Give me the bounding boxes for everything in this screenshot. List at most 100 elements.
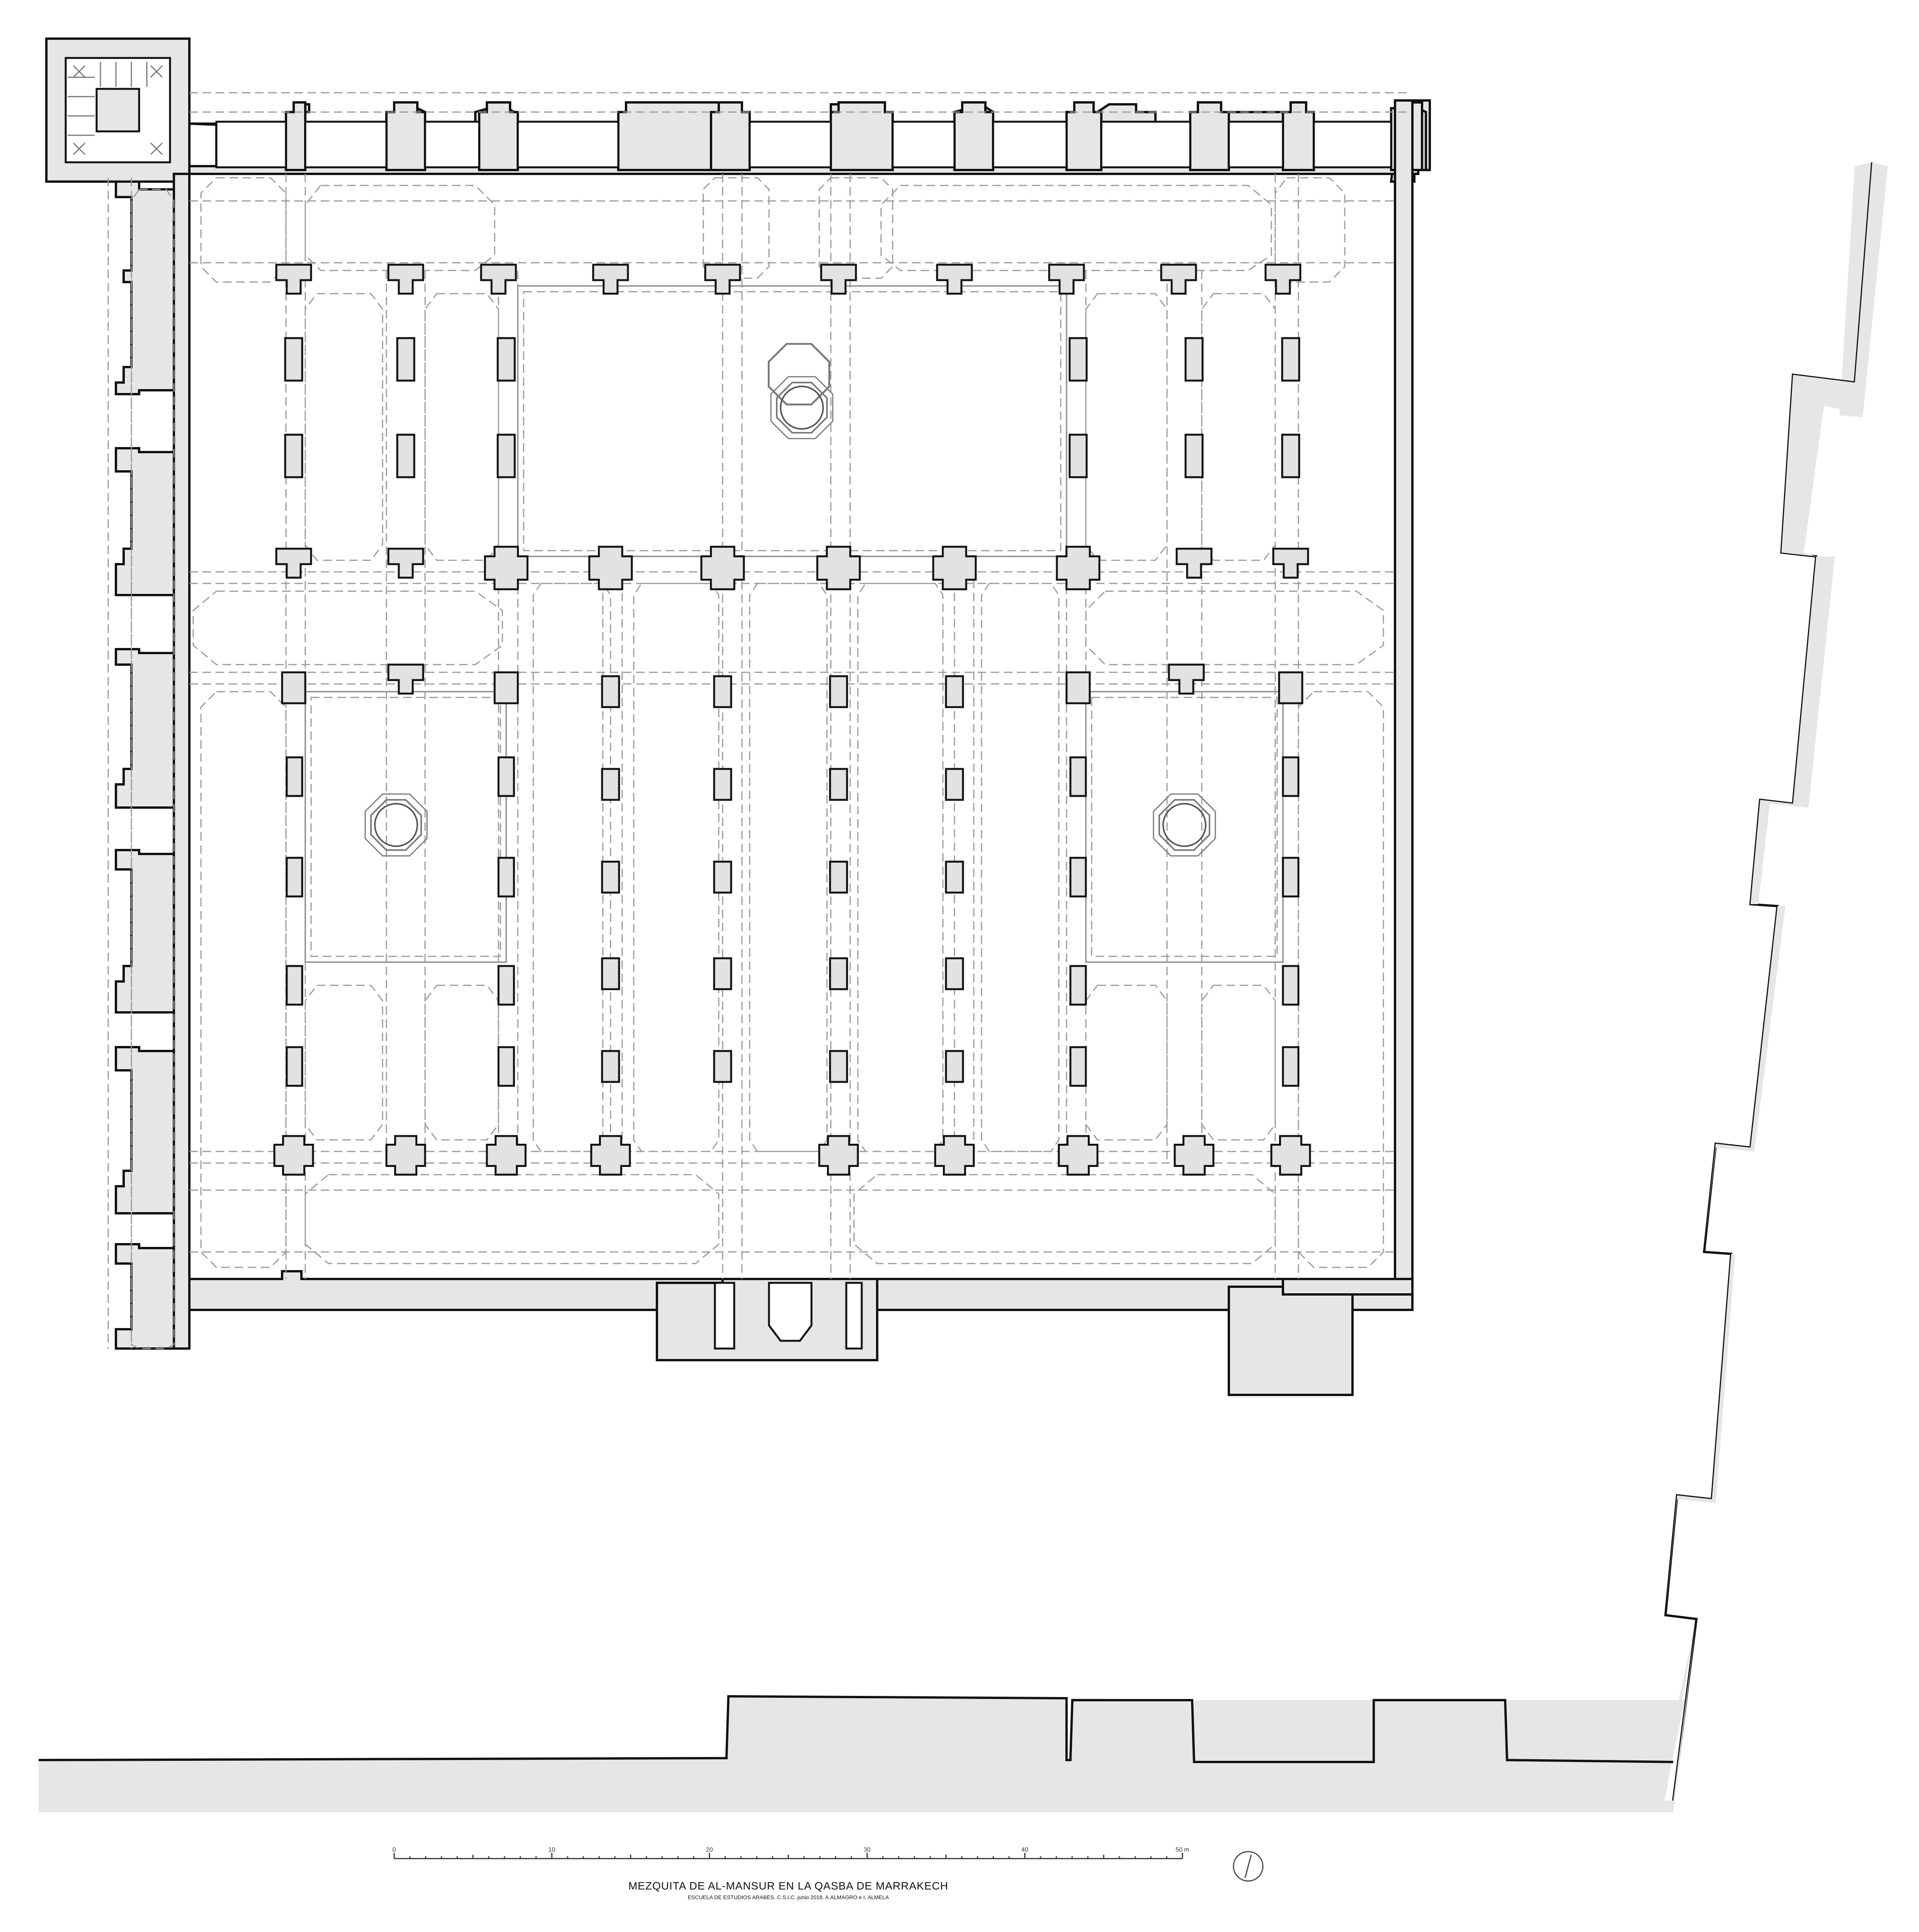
courtyard-pier xyxy=(1069,756,1087,797)
t-pier-north xyxy=(592,264,629,295)
corner-pier xyxy=(281,671,306,704)
courtyard-pier xyxy=(1282,965,1300,1006)
piers xyxy=(273,264,1311,1176)
prayer-hall-pier xyxy=(945,768,964,801)
cruciform-pier-south xyxy=(1270,1135,1311,1176)
corner-pier xyxy=(1065,671,1091,704)
prayer-hall-pier xyxy=(829,768,848,801)
corner-pier xyxy=(1278,671,1303,704)
prayer-hall-pier xyxy=(601,957,620,990)
prayer-hall-pier xyxy=(713,957,732,990)
scale-label-0: 0 xyxy=(393,1847,396,1853)
prayer-hall-pier xyxy=(601,861,620,894)
prayer-hall-pier xyxy=(713,861,732,894)
north-wall-recesses xyxy=(215,121,1392,168)
t-pier-north xyxy=(1160,264,1197,295)
cruciform-pier xyxy=(588,546,633,590)
t-pier xyxy=(387,663,424,695)
scale-label-10: 10 xyxy=(548,1847,555,1853)
courtyard-pier xyxy=(497,1046,515,1087)
prayer-hall-pier xyxy=(713,675,732,708)
east-wall xyxy=(1394,99,1414,1296)
pier xyxy=(1281,337,1300,382)
cruciform-pier-south xyxy=(486,1135,527,1176)
fountain-east xyxy=(1153,793,1216,857)
courtyard-pier xyxy=(286,756,303,797)
t-pier-north xyxy=(387,264,424,295)
pier xyxy=(497,434,516,478)
courtyard-pier xyxy=(286,857,303,898)
t-pier xyxy=(1168,663,1205,695)
cruciform-pier xyxy=(700,546,745,590)
pier xyxy=(396,337,415,382)
cruciform-pier-south xyxy=(273,1135,314,1176)
pier xyxy=(1184,434,1204,478)
cruciform-pier-south xyxy=(1174,1135,1215,1176)
main-courtyard xyxy=(517,285,1067,557)
courtyard-pier xyxy=(1282,1046,1300,1087)
prayer-hall-pier xyxy=(829,861,848,894)
prayer-hall-pier xyxy=(945,1050,964,1083)
courtyard-pier xyxy=(286,965,303,1006)
courtyard-pier xyxy=(497,756,515,797)
cruciform-pier xyxy=(932,546,977,590)
pier xyxy=(396,434,415,478)
prayer-hall-pier xyxy=(601,675,620,708)
octagonal-fountain-icon xyxy=(767,343,830,406)
scale-label-20: 20 xyxy=(706,1847,713,1853)
prayer-hall-pier xyxy=(945,957,964,990)
fountain-main xyxy=(770,376,834,439)
t-pier xyxy=(387,548,424,579)
pier xyxy=(284,434,303,478)
scale-label-30: 30 xyxy=(864,1847,871,1853)
cruciform-pier xyxy=(1056,546,1101,590)
cruciform-pier xyxy=(484,546,529,590)
prayer-hall-pier xyxy=(945,675,964,708)
courtyard-pier xyxy=(1069,857,1087,898)
pier xyxy=(497,337,516,382)
west-gallery-rooms xyxy=(115,180,175,1350)
pier xyxy=(1068,337,1088,382)
mosque-perimeter-walls xyxy=(45,37,1431,1396)
cruciform-pier-south xyxy=(934,1135,975,1176)
cruciform-pier-south xyxy=(385,1135,426,1176)
t-pier xyxy=(275,548,312,579)
drawing-title: MEZQUITA DE AL-MANSUR EN LA QASBA DE MAR… xyxy=(628,1880,948,1892)
t-pier xyxy=(1272,548,1309,579)
t-pier-north xyxy=(704,264,741,295)
courtyard-pier xyxy=(1282,857,1300,898)
prayer-hall-pier xyxy=(601,1050,620,1083)
courtyard-pier xyxy=(286,1046,303,1087)
courtyard-pier xyxy=(1282,756,1300,797)
pier xyxy=(284,337,303,382)
south-east-annex xyxy=(1228,1286,1354,1396)
scale-label-50: 50 m xyxy=(1176,1847,1189,1853)
minaret-stairs xyxy=(68,62,163,155)
drawing-credits: ESCUELA DE ESTUDIOS ARABES. C.S.I.C. jun… xyxy=(688,1894,889,1900)
prayer-hall-pier xyxy=(713,768,732,801)
cruciform-pier-south xyxy=(590,1135,631,1176)
fountain-west xyxy=(364,793,428,857)
courtyard-pier xyxy=(497,965,515,1006)
t-pier-north xyxy=(820,264,857,295)
west-courtyard xyxy=(305,691,507,963)
cruciform-pier xyxy=(816,546,861,590)
pier xyxy=(1184,337,1204,382)
pier xyxy=(1281,434,1300,478)
pier xyxy=(1068,434,1088,478)
west-wall xyxy=(173,173,191,1350)
t-pier xyxy=(1176,548,1213,579)
corner-pier xyxy=(493,671,519,704)
scale-label-40: 40 xyxy=(1021,1847,1028,1853)
cruciform-pier-south xyxy=(818,1135,859,1176)
courtyard-pier xyxy=(1069,965,1087,1006)
north-arrow-icon xyxy=(1233,1851,1264,1882)
courtyard-pier xyxy=(497,857,515,898)
t-pier-north xyxy=(275,264,312,295)
scale-bar: 0 10 20 30 40 50 m xyxy=(393,1847,1189,1859)
t-pier-north xyxy=(480,264,517,295)
prayer-hall-pier xyxy=(829,675,848,708)
qasba-outer-wall xyxy=(38,162,1888,1812)
courtyard-pier xyxy=(1069,1046,1087,1087)
